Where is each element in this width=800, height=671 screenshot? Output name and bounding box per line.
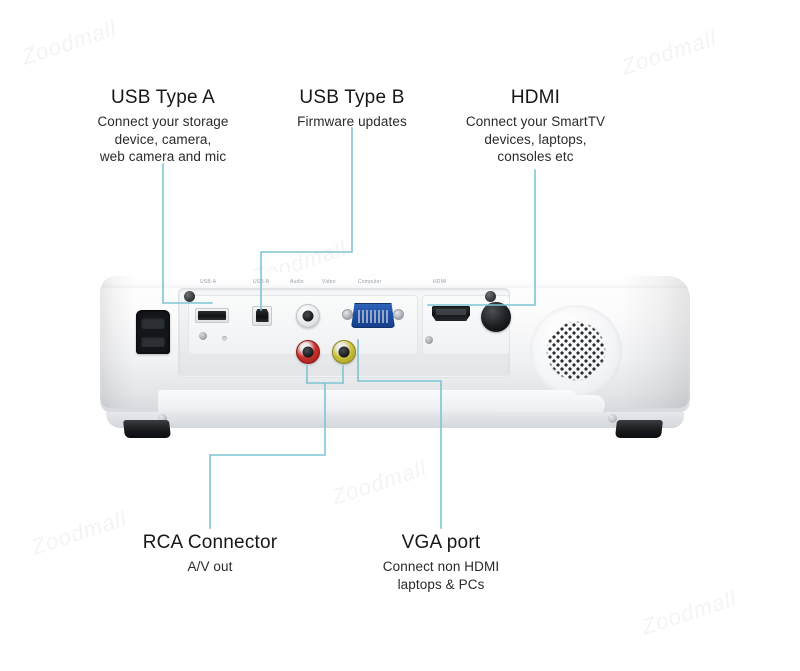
callout-title: USB Type B: [299, 87, 405, 108]
rca-audio-white-jack: [296, 304, 320, 328]
watermark: Zoodmall: [28, 505, 130, 560]
callout-description: Connect non HDMI laptops & PCs: [356, 558, 526, 593]
projector-top-edge: [102, 272, 688, 288]
foot-screw-left: [158, 414, 167, 423]
vga-screw-right: [393, 309, 404, 320]
callout-description: Connect your SmartTV devices, laptops, c…: [443, 113, 628, 165]
callout-description: Connect your storage device, camera, web…: [53, 113, 273, 165]
body-left-shading: [100, 276, 134, 408]
projector-bottom-edge: [106, 412, 684, 428]
projector-foot-left: [123, 420, 171, 438]
callout-title: USB Type A: [110, 87, 216, 108]
speaker-grille: [530, 305, 622, 397]
vga-screw-left: [342, 309, 353, 320]
rca-video-yellow-jack: [332, 340, 356, 364]
watermark: Zoodmall: [618, 25, 720, 80]
usb-type-a-port: [195, 308, 229, 323]
silk-label-video: Video: [322, 278, 336, 286]
panel-screw-right: [485, 291, 496, 302]
projector-foot-right: [615, 420, 663, 438]
callout-vga-port: VGA port Connect non HDMI laptops & PCs: [356, 531, 526, 593]
callout-desc-line: consoles etc: [497, 148, 574, 164]
callout-title: HDMI: [510, 87, 561, 108]
callout-hdmi: HDMI Connect your SmartTV devices, lapto…: [443, 86, 628, 165]
callout-description: A/V out: [120, 558, 300, 575]
callout-desc-line: Connect your SmartTV: [465, 114, 606, 130]
round-black-port: [481, 302, 511, 332]
callout-usb-type-a: USB Type A Connect your storage device, …: [53, 86, 273, 165]
callout-title: VGA port: [401, 532, 481, 553]
callout-desc-line: A/V out: [187, 559, 233, 575]
callout-desc-line: device, camera,: [114, 131, 212, 147]
body-right-shading: [620, 276, 690, 408]
power-inlet-port: [136, 310, 170, 354]
panel-screw-lower-right: [425, 336, 433, 344]
watermark: Zoodmall: [328, 455, 430, 510]
watermark: Zoodmall: [18, 15, 120, 70]
panel-screw-lower-left: [199, 332, 207, 340]
vga-pins: [358, 310, 390, 323]
callout-title: RCA Connector: [142, 532, 278, 553]
usb-type-b-port: [252, 306, 272, 326]
silk-label-audio: Audio: [290, 278, 304, 286]
vga-connector-shell: [351, 303, 395, 328]
projector-illustration: USB-A USB-B Audio Video Computer HDMI: [100, 262, 690, 442]
callout-usb-type-b: USB Type B Firmware updates: [267, 86, 437, 131]
callout-description: Firmware updates: [267, 113, 437, 130]
silk-label-computer: Computer: [358, 278, 382, 286]
rca-audio-red-jack: [296, 340, 320, 364]
callout-desc-line: devices, laptops,: [484, 131, 587, 147]
panel-vent-hole: [222, 336, 227, 341]
callout-rca-connector: RCA Connector A/V out: [120, 531, 300, 576]
silk-label-hdmi: HDMI: [433, 278, 447, 286]
panel-screw-left: [184, 291, 195, 302]
foot-screw-right: [608, 414, 617, 423]
hdmi-port: [432, 306, 470, 321]
silk-label-usb-a: USB-A: [200, 278, 217, 286]
vga-port: [342, 303, 404, 329]
watermark: Zoodmall: [638, 585, 740, 640]
callout-desc-line: web camera and mic: [99, 148, 227, 164]
callout-desc-line: Connect your storage: [97, 114, 229, 130]
callout-desc-line: Firmware updates: [297, 114, 407, 130]
silk-label-usb-b: USB-B: [253, 278, 270, 286]
speaker-holes: [530, 305, 622, 397]
callout-desc-line: laptops & PCs: [397, 576, 485, 592]
callout-desc-line: Connect non HDMI: [382, 559, 500, 575]
